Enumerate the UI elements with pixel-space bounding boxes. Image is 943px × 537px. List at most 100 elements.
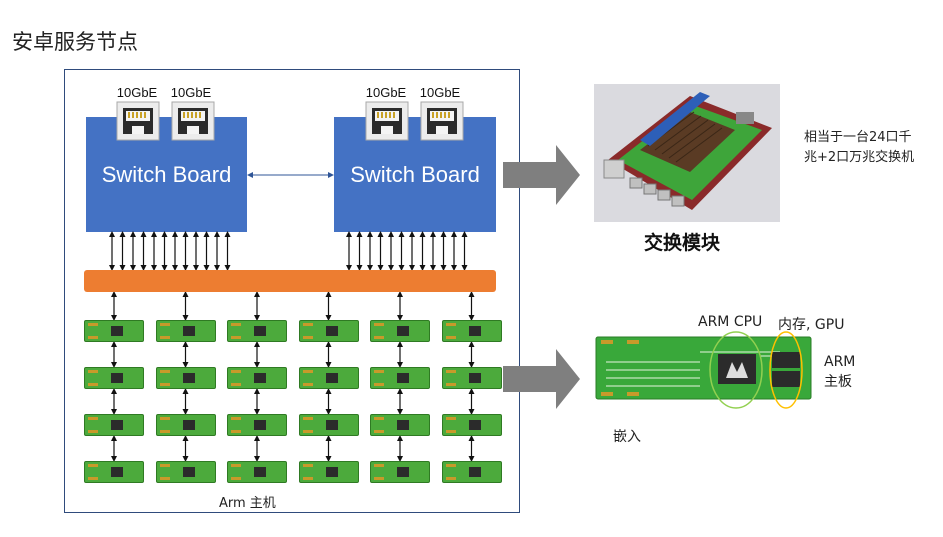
port-label: 10GbE	[116, 85, 158, 100]
connector-pad	[302, 370, 313, 373]
connector-pad	[302, 323, 313, 326]
cpu-chip-icon	[111, 326, 123, 336]
arm-host-board	[298, 367, 359, 389]
connector-pad	[374, 477, 384, 480]
arm-board-label-line: 主板	[824, 374, 852, 390]
arm-host-board	[84, 414, 144, 436]
connector-pad	[231, 477, 241, 480]
switch-board-label: Switch Board	[101, 161, 232, 187]
cpu-chip-icon	[254, 326, 266, 336]
cpu-chip-icon	[397, 420, 409, 430]
connector-pad	[159, 417, 170, 420]
cpu-chip-icon	[182, 467, 195, 477]
connector-pad	[445, 417, 456, 420]
arm-host-board	[370, 367, 430, 389]
connector-pad	[374, 430, 384, 433]
arm-host-board	[441, 320, 502, 342]
arm-host-board	[155, 320, 216, 342]
connector-pad	[374, 464, 384, 467]
connector-pad	[159, 323, 170, 326]
connector-pad	[231, 417, 241, 420]
cpu-chip-icon	[325, 420, 338, 430]
rj45-port-icon	[420, 101, 464, 141]
connector-pad	[159, 430, 170, 433]
arm-board-photo	[595, 331, 812, 409]
arm-cpu-label: ARM CPU	[698, 314, 763, 330]
cpu-chip-icon	[111, 373, 123, 383]
cpu-chip-icon	[254, 420, 266, 430]
connector-pad	[231, 464, 241, 467]
connector-pad	[302, 383, 313, 386]
cpu-chip-icon	[254, 373, 266, 383]
arm-board-label: ARM 主板	[824, 352, 855, 392]
connector-pad	[231, 370, 241, 373]
connector-pad	[374, 323, 384, 326]
connector-pad	[445, 383, 456, 386]
cpu-highlight-ring	[709, 331, 763, 409]
page-title: 安卓服务节点	[12, 30, 138, 54]
switch-board-right: Switch Board	[334, 117, 496, 232]
arm-host-board	[441, 461, 502, 483]
cpu-chip-icon	[182, 420, 195, 430]
cpu-chip-icon	[325, 373, 338, 383]
rj45-port-icon	[171, 101, 215, 141]
arrow-to-switch-module-icon	[503, 145, 580, 205]
connector-pad	[159, 383, 170, 386]
connector-pad	[159, 464, 170, 467]
connector-pad	[445, 464, 456, 467]
memory-gpu-label: 内存, GPU	[778, 317, 845, 333]
cpu-chip-icon	[397, 373, 409, 383]
cpu-chip-icon	[325, 467, 338, 477]
rj45-port-icon	[116, 101, 160, 141]
connector-pad	[159, 336, 170, 339]
arm-host-board	[155, 461, 216, 483]
connector-pad	[302, 477, 313, 480]
cpu-chip-icon	[182, 326, 195, 336]
arm-host-board	[370, 320, 430, 342]
connector-pad	[88, 464, 98, 467]
connector-pad	[88, 430, 98, 433]
arm-host-board	[84, 367, 144, 389]
connector-pad	[159, 370, 170, 373]
cpu-chip-icon	[468, 326, 481, 336]
backplane-bus	[84, 270, 496, 292]
connector-pad	[231, 383, 241, 386]
port-label: 10GbE	[170, 85, 212, 100]
connector-pad	[88, 323, 98, 326]
arm-host-board	[370, 461, 430, 483]
connector-pad	[88, 383, 98, 386]
connector-pad	[302, 464, 313, 467]
cpu-chip-icon	[468, 373, 481, 383]
connector-pad	[231, 430, 241, 433]
memory-highlight-ring	[769, 331, 803, 409]
cpu-chip-icon	[397, 326, 409, 336]
switch-module-label: 交换模块	[644, 232, 721, 254]
arm-host-board	[227, 367, 287, 389]
arm-host-board	[441, 367, 502, 389]
host-label: Arm 主机	[219, 496, 276, 511]
switch-board-left: Switch Board	[86, 117, 247, 232]
connector-pad	[374, 370, 384, 373]
cpu-chip-icon	[397, 467, 409, 477]
arm-host-board	[155, 367, 216, 389]
switch-module-description: 相当于一台24口千 兆+2口万兆交换机	[804, 128, 914, 168]
rj45-port-icon	[365, 101, 409, 141]
cpu-chip-icon	[111, 420, 123, 430]
connector-pad	[88, 417, 98, 420]
arm-host-board	[227, 414, 287, 436]
arm-host-board	[298, 414, 359, 436]
connector-pad	[445, 323, 456, 326]
connector-pad	[88, 336, 98, 339]
switch-to-bus-arrows	[109, 231, 468, 271]
arrow-to-arm-board-icon	[503, 349, 580, 409]
arm-host-board	[155, 414, 216, 436]
connector-pad	[159, 477, 170, 480]
cpu-chip-icon	[468, 467, 481, 477]
arm-host-board	[441, 414, 502, 436]
port-label: 10GbE	[419, 85, 461, 100]
connector-pad	[445, 336, 456, 339]
connector-pad	[374, 383, 384, 386]
arm-host-board	[227, 461, 287, 483]
arm-host-board	[84, 461, 144, 483]
